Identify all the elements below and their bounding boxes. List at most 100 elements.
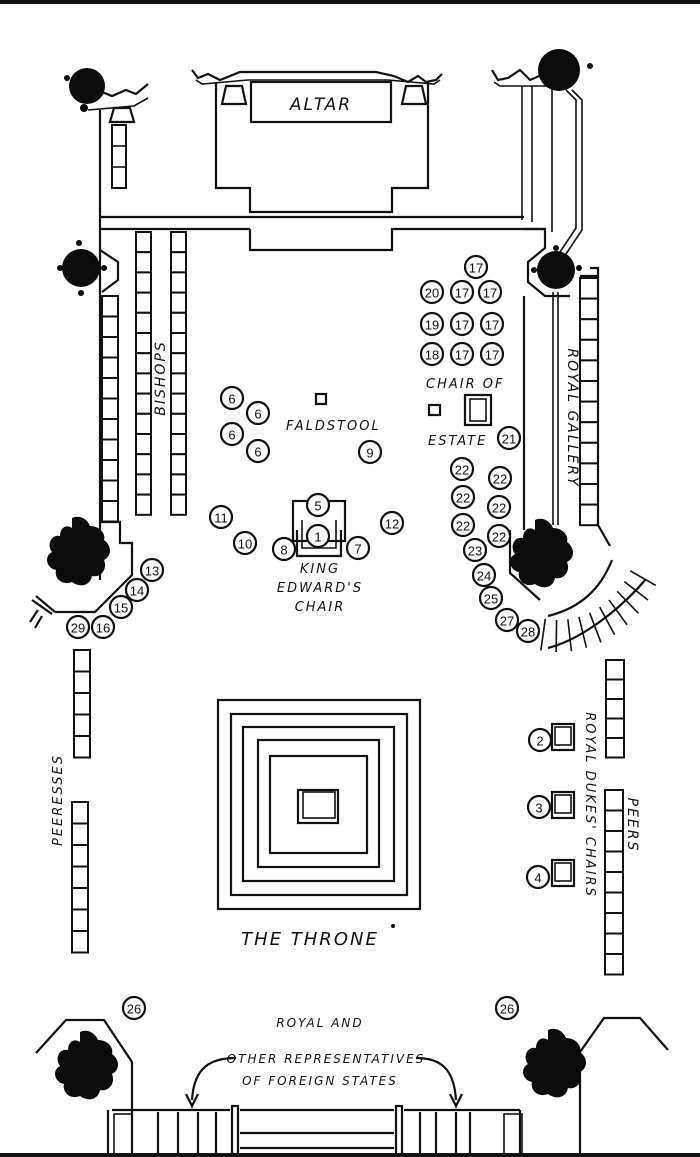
- stall-seat: [579, 338, 599, 362]
- stall-seat: [579, 421, 599, 444]
- peeresses-label: PEERESSES: [51, 754, 66, 846]
- stall-seat: [604, 932, 624, 955]
- marker-chair-group: 10: [232, 530, 258, 556]
- peeresses-stalls-lower: [71, 801, 89, 954]
- bishops-stalls-inner-1: [135, 231, 152, 516]
- marker-number: 17: [455, 348, 469, 363]
- bishops-stalls-outer: [101, 295, 119, 523]
- stall-seat: [604, 809, 624, 832]
- stall-seat: [71, 930, 89, 954]
- pillar-right-lower: [508, 518, 657, 652]
- marker-faldstool-group: 6: [219, 385, 245, 411]
- stall-seat: [71, 887, 89, 911]
- marker-royal-dukes: 4: [525, 864, 551, 890]
- stall-seat: [135, 231, 152, 254]
- stall-seat: [73, 692, 91, 716]
- stall-seat: [101, 479, 119, 502]
- altar-label: ALTAR: [289, 95, 352, 115]
- marker-number: 13: [145, 564, 159, 579]
- marker-foreign-right: 26: [494, 995, 520, 1021]
- stall-seat: [71, 801, 89, 825]
- stall-seat: [101, 438, 119, 461]
- marker-right-arc: 22: [449, 456, 475, 482]
- stall-seat: [170, 473, 187, 496]
- stall-rows: [71, 231, 625, 976]
- marker-number: 26: [500, 1002, 514, 1017]
- stall-seat: [604, 871, 624, 894]
- stall-seat: [579, 380, 599, 403]
- marker-number: 17: [469, 261, 483, 276]
- marker-estate-group: 17: [477, 279, 503, 305]
- marker-number: 11: [214, 511, 228, 526]
- stall-seat: [73, 735, 91, 759]
- peers-label: PEERS: [624, 798, 640, 853]
- throne-dais: [216, 698, 422, 911]
- marker-chair-group: 11: [208, 504, 234, 530]
- stall-seat: [170, 412, 187, 435]
- stall-seat: [579, 318, 599, 341]
- stall-seat: [605, 737, 625, 759]
- marker-number: 6: [228, 428, 235, 443]
- stall-seat: [170, 392, 187, 415]
- stall-seat: [135, 473, 152, 496]
- stall-seat: [101, 418, 119, 441]
- marker-royal-dukes: 2: [527, 727, 553, 753]
- peers-stalls-lower: [604, 789, 624, 976]
- marker-chair-group: 12: [379, 510, 405, 536]
- stair-tread: [616, 590, 639, 614]
- marker-number: 16: [96, 621, 110, 636]
- stall-seat: [135, 352, 152, 375]
- marker-number: 25: [484, 592, 498, 607]
- marker-right-arc: 21: [496, 425, 522, 451]
- stall-seat: [101, 500, 119, 523]
- stall-seat: [135, 453, 152, 476]
- peeresses-stalls-upper: [73, 649, 91, 759]
- marker-number: 15: [114, 601, 128, 616]
- stall-seat: [101, 377, 119, 400]
- royal-dukes-chairs: [550, 722, 576, 888]
- royal-dukes-chairs-label: ROYAL DUKES' CHAIRS: [582, 712, 597, 898]
- marker-faldstool-group: 6: [245, 400, 271, 426]
- king-edwards-chair-label-2: EDWARD'S: [277, 581, 363, 596]
- marker-estate-group: 17: [449, 311, 475, 337]
- stall-seat: [135, 372, 152, 395]
- throne-asterisk: [391, 924, 395, 928]
- marker-faldstool-group: 6: [219, 421, 245, 447]
- marker-chair-group: 5: [305, 492, 331, 518]
- stall-seat: [170, 352, 187, 375]
- marker-chair-group: 7: [345, 535, 371, 561]
- throne-label: THE THRONE: [241, 929, 379, 950]
- marker-right-arc: 22: [486, 523, 512, 549]
- marker-number: 27: [500, 614, 514, 629]
- stall-seat: [604, 953, 624, 976]
- marker-number: 8: [280, 543, 287, 558]
- peers-stalls-upper: [605, 659, 625, 759]
- marker-chair-group: 8: [271, 536, 297, 562]
- stair-tread: [555, 619, 558, 652]
- sanctuary-step: [100, 215, 545, 252]
- marker-number: 22: [456, 491, 470, 506]
- stall-seat: [135, 271, 152, 294]
- stall-seat: [170, 271, 187, 294]
- stall-seat: [101, 295, 119, 318]
- stall-seat: [170, 291, 187, 314]
- stall-seat: [604, 789, 624, 812]
- stall-seat: [605, 698, 625, 720]
- marker-number: 5: [314, 499, 321, 514]
- stair-tread: [629, 570, 657, 587]
- stall-seat: [170, 231, 187, 254]
- stair-tread: [588, 612, 602, 643]
- marker-estate-group: 17: [479, 311, 505, 337]
- stall-seat: [170, 433, 187, 456]
- small-stalls-left: [111, 124, 127, 189]
- stair-tread: [540, 618, 547, 651]
- stall-seat: [135, 433, 152, 456]
- marker-left-arc: 13: [139, 557, 165, 583]
- marker-right-arc: 27: [494, 607, 520, 633]
- stall-seat: [170, 453, 187, 476]
- stall-seat: [579, 277, 599, 300]
- marker-number: 17: [455, 286, 469, 301]
- marker-left-arc: 15: [108, 594, 134, 620]
- marker-estate-group: 20: [419, 279, 445, 305]
